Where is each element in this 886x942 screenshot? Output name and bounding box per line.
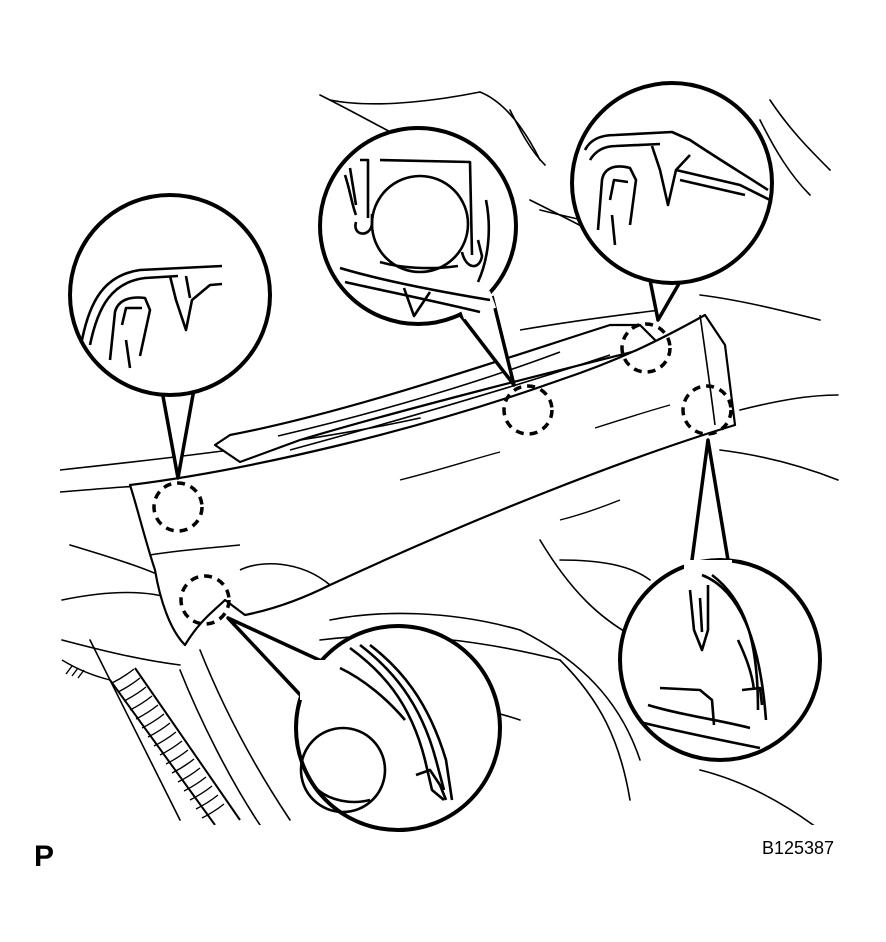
callout-left-clip-detail xyxy=(68,193,272,480)
clip-locations xyxy=(152,322,733,626)
clip-location-bottom xyxy=(179,574,231,626)
cowl-panel xyxy=(128,309,737,647)
hose xyxy=(61,659,241,825)
clip-location-right-lower xyxy=(681,384,733,436)
background-body-lines xyxy=(60,91,839,825)
figure-code-label: B125387 xyxy=(762,838,835,858)
clip-location-left xyxy=(152,481,204,533)
clip-detail-icon xyxy=(639,573,768,750)
clip-detail-icon xyxy=(80,264,223,369)
clip-detail-icon xyxy=(339,158,491,318)
callout-center-clip-detail xyxy=(318,126,518,387)
callout-bottom-clip-detail xyxy=(226,616,502,832)
clip-detail-icon xyxy=(583,130,771,246)
clip-location-center xyxy=(502,384,554,436)
callout-right-lower-clip-detail xyxy=(618,438,822,762)
clip-location-right-upper xyxy=(620,322,672,374)
callout-right-upper-clip-detail xyxy=(570,81,774,322)
clip-detail-icon xyxy=(299,643,454,814)
view-letter-label: P xyxy=(34,840,55,873)
